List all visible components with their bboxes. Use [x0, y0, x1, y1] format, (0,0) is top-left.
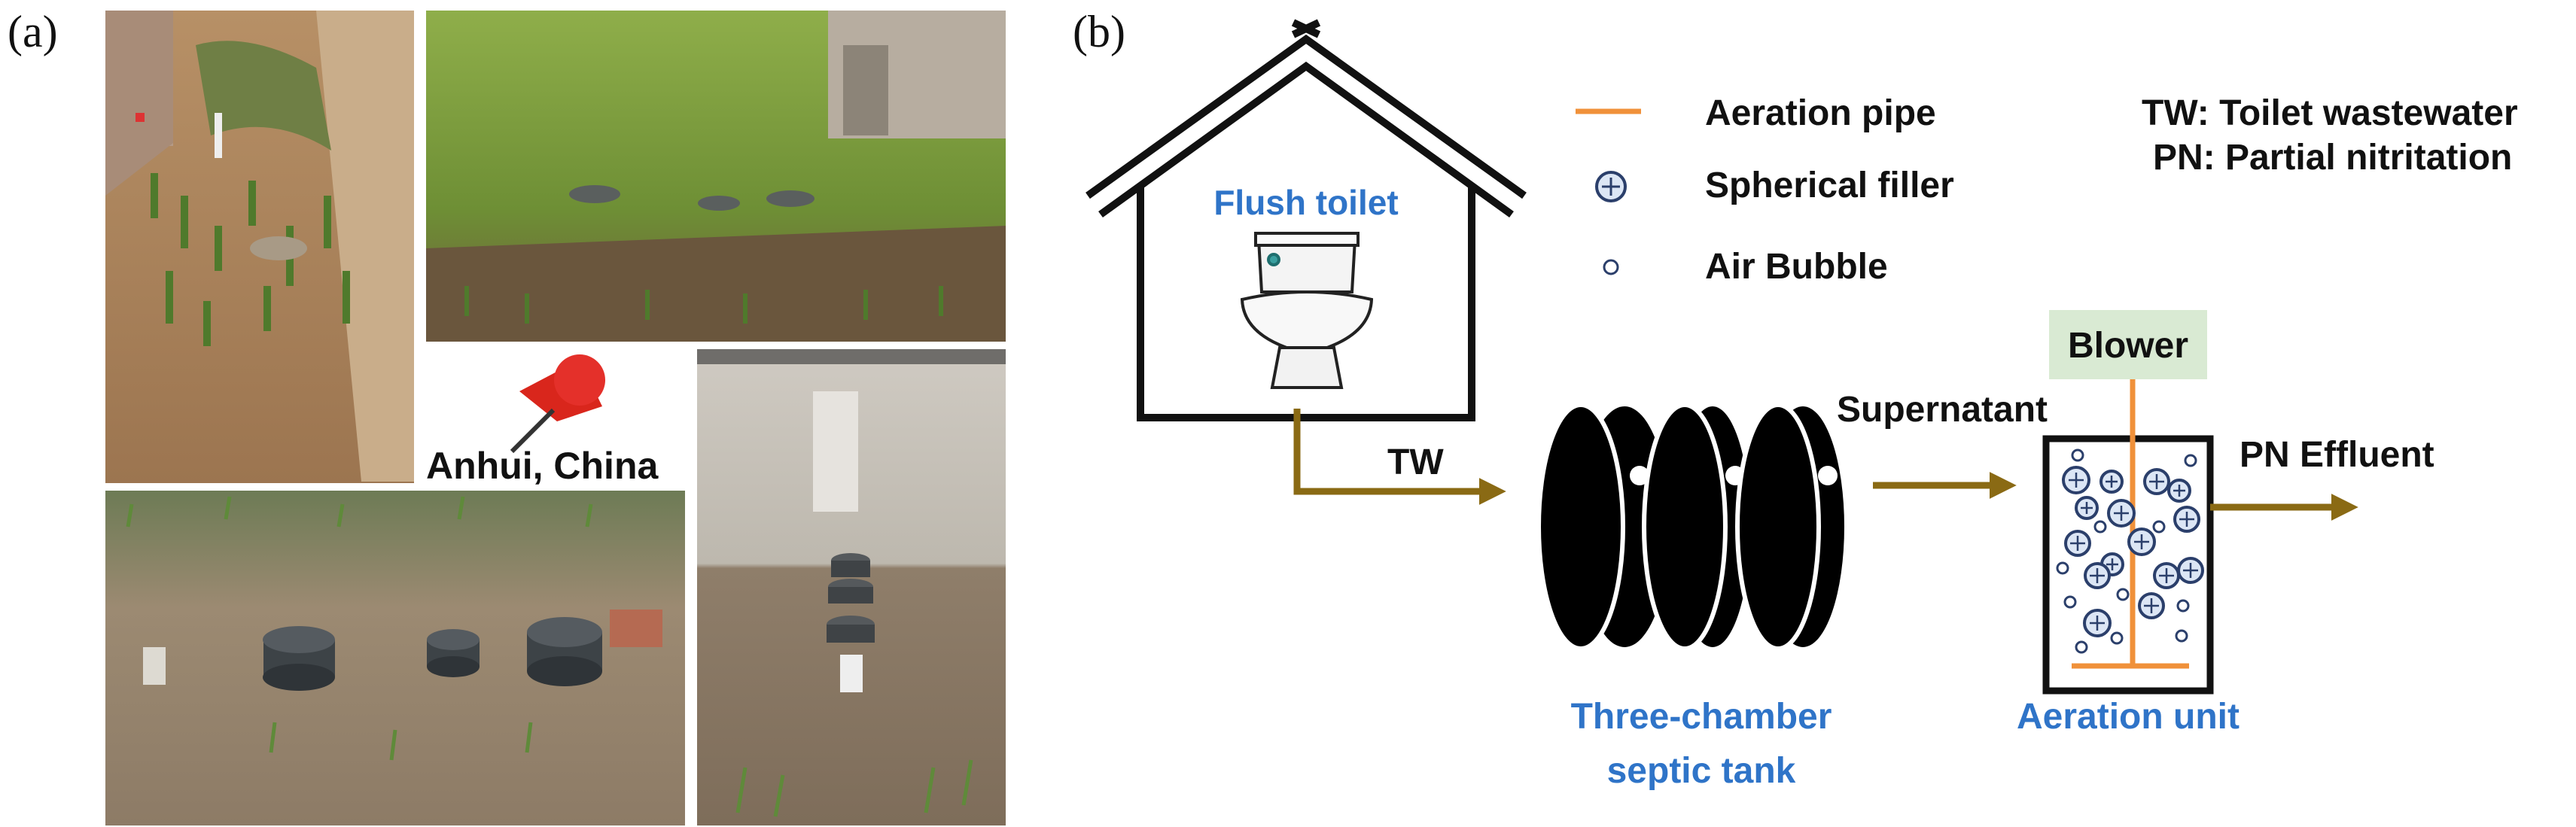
stacked-tank-middle — [828, 579, 873, 604]
bottom-tank-2 — [427, 629, 480, 677]
toilet-icon — [1240, 232, 1374, 389]
bottom-tank-1 — [263, 626, 335, 691]
panel-a-label: (a) — [8, 7, 58, 56]
abbrev-tw: TW: Toilet wastewater — [2142, 93, 2518, 133]
legend: Aeration pipe Spherical filler Air Bubbl… — [1576, 93, 1954, 287]
air-bubbles — [2056, 448, 2197, 654]
panel-b-label: (b) — [1073, 7, 1125, 56]
legend-aeration-pipe-label: Aeration pipe — [1705, 93, 1936, 133]
tw-flow-arrow — [1293, 409, 1506, 505]
tank-label-line2: septic tank — [1607, 751, 1796, 791]
blower-label: Blower — [2068, 326, 2188, 366]
house-outline — [1086, 19, 1527, 421]
bottom-tank-3 — [527, 617, 602, 686]
photo-garden-bed — [105, 11, 414, 483]
septic-chamber-2 — [1642, 403, 1750, 651]
stacked-tank-bottom — [827, 616, 875, 643]
legend-air-bubble-label: Air Bubble — [1705, 247, 1888, 287]
spherical-filler-crosses — [2069, 473, 2198, 631]
photo-bottom-plot — [105, 491, 685, 825]
photo-stacked-tanks — [697, 349, 1006, 825]
location-pin-icon — [510, 354, 605, 454]
pn-effluent-label: PN Effluent — [2240, 435, 2434, 475]
blower-box — [2049, 310, 2207, 379]
tw-label: TW — [1387, 442, 1444, 482]
septic-tank-icon — [1536, 403, 1844, 651]
aeration-unit-label: Aeration unit — [2017, 697, 2240, 737]
abbrev-pn: PN: Partial nitritation — [2153, 138, 2512, 178]
stacked-tank-top — [831, 553, 870, 577]
flush-toilet-label: Flush toilet — [1213, 183, 1398, 222]
location-label: Anhui, China — [426, 445, 659, 487]
tank-label-line1: Three-chamber — [1571, 697, 1832, 737]
supernatant-label: Supernatant — [1837, 390, 2048, 430]
septic-chamber-3 — [1735, 403, 1844, 651]
spherical-filler-legend-icon — [1595, 171, 1627, 202]
legend-spherical-filler-label: Spherical filler — [1705, 166, 1954, 205]
photo-overgrown-yard — [426, 11, 1006, 342]
air-bubble-legend-icon — [1603, 259, 1619, 275]
aeration-unit — [2042, 379, 2214, 695]
